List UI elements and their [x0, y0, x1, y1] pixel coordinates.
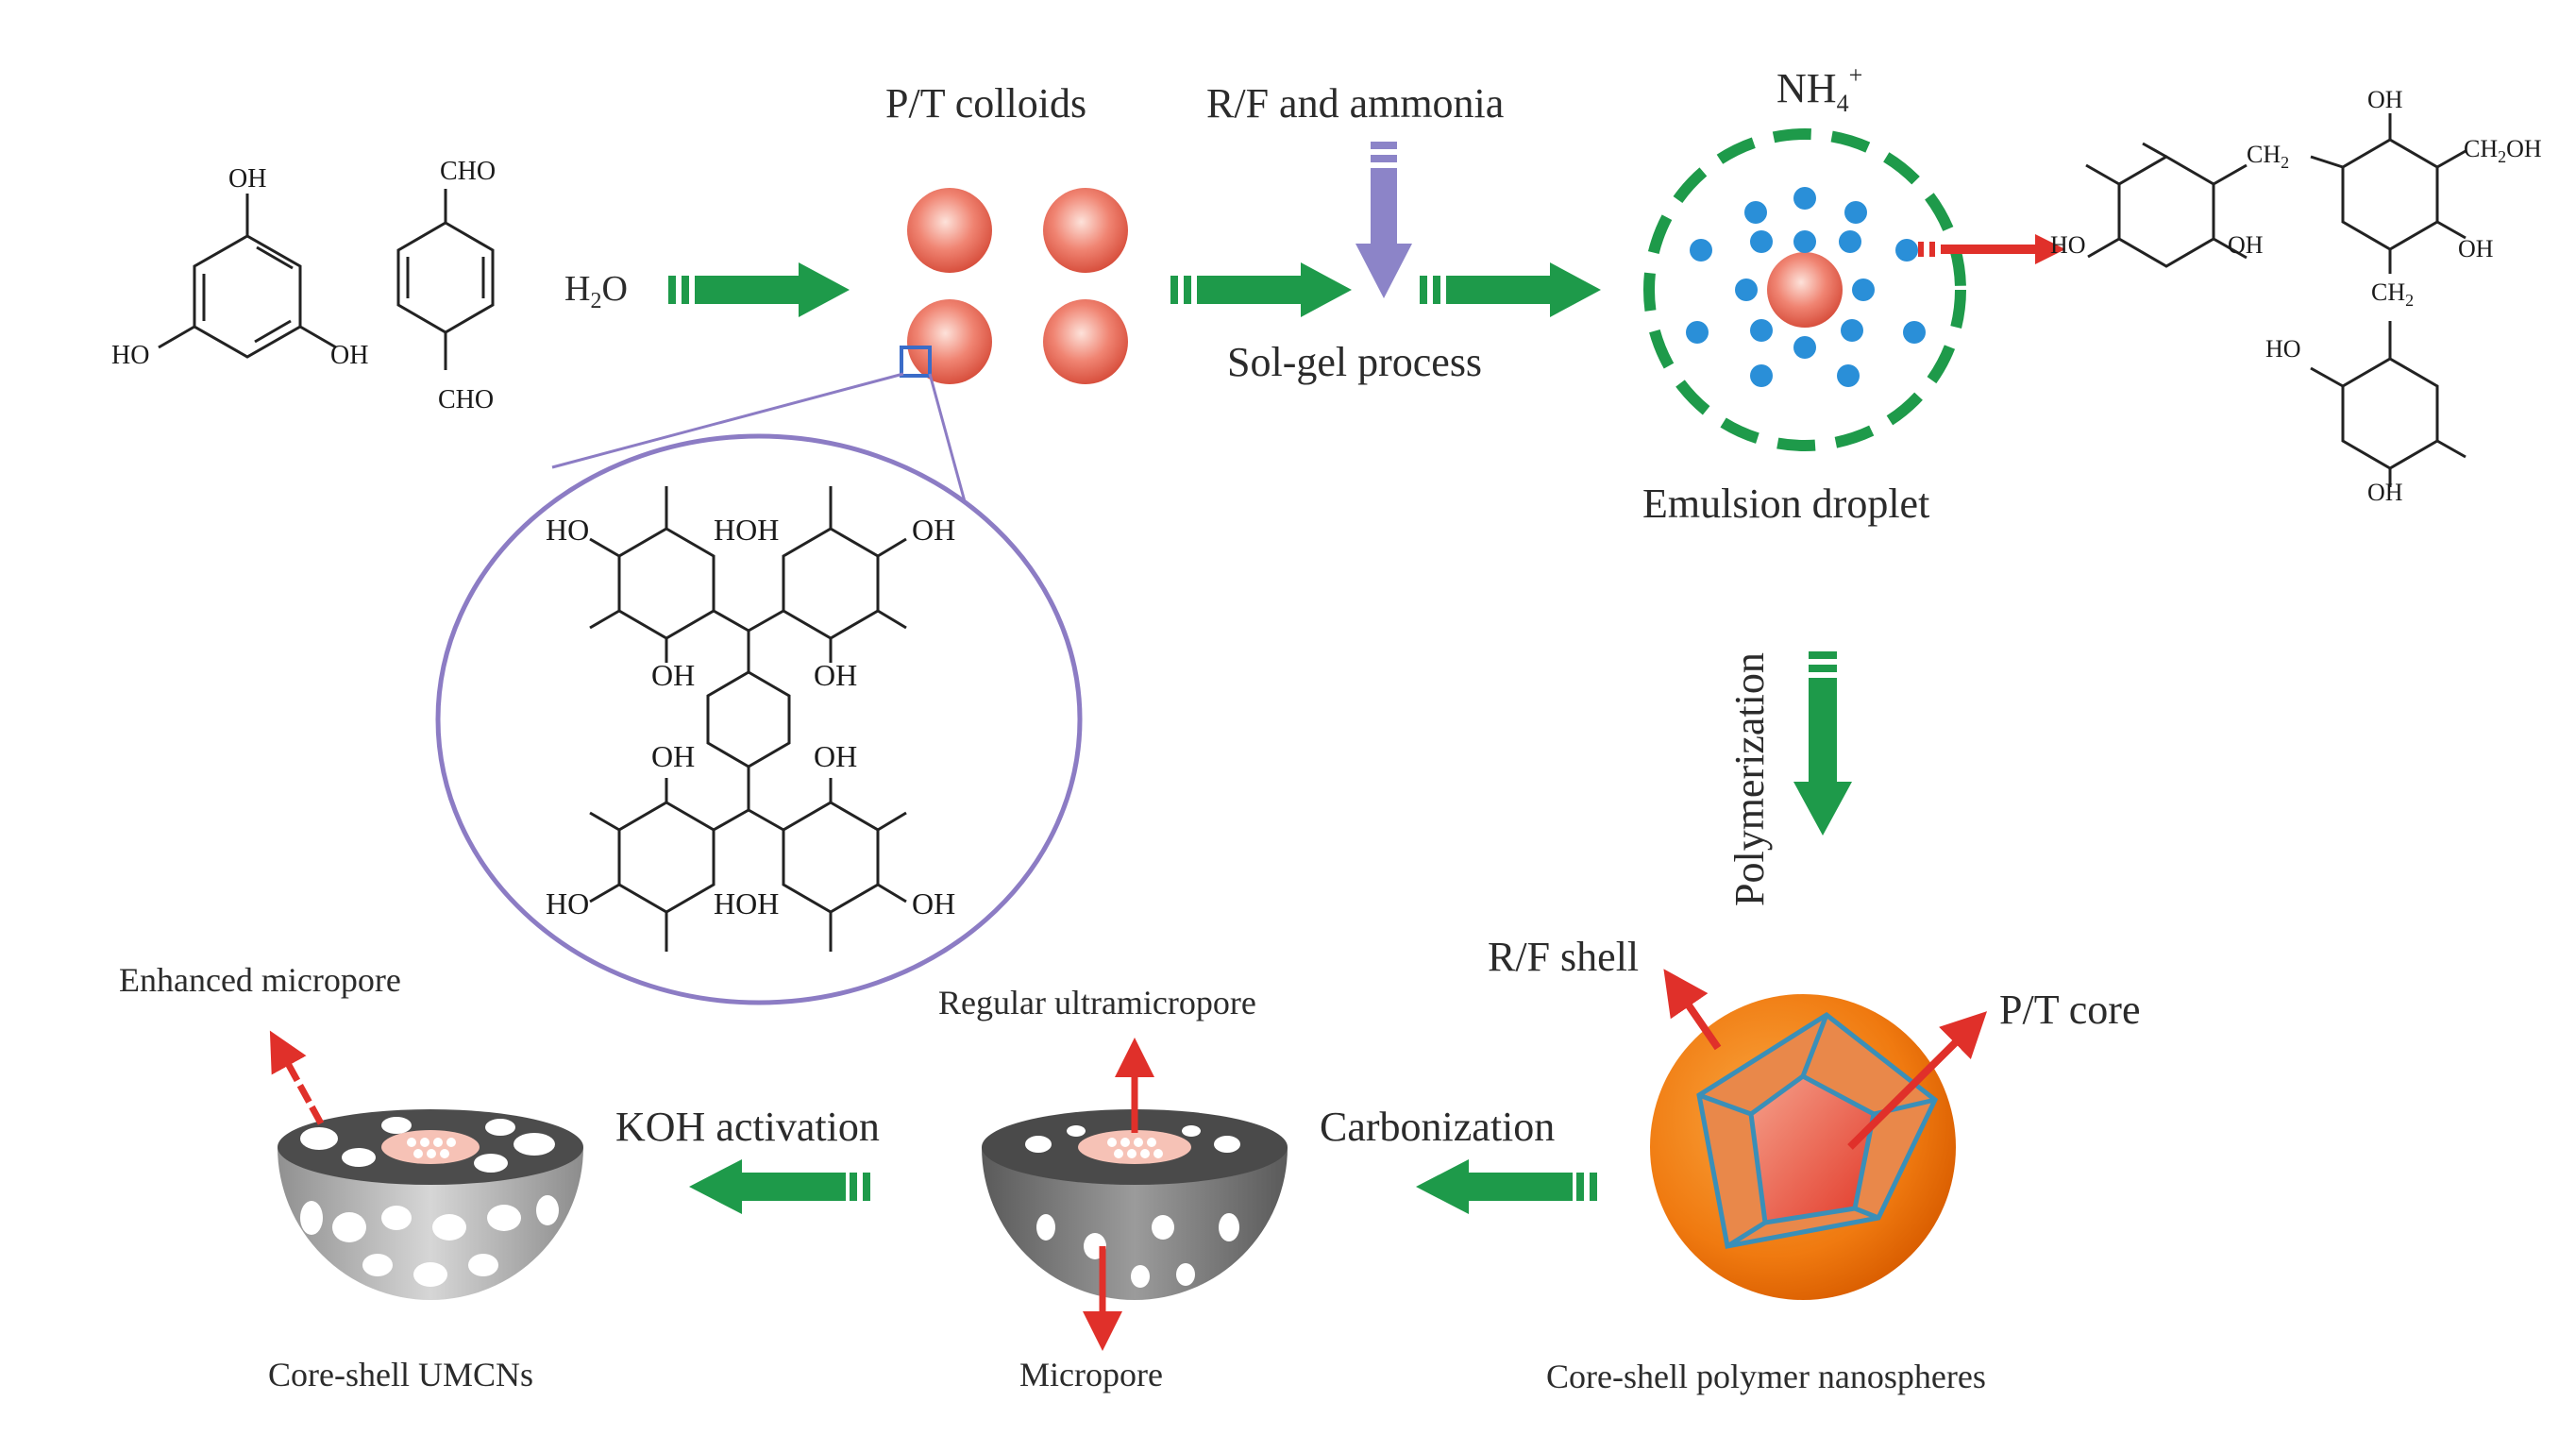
water-label: H2O	[564, 269, 628, 313]
resin-oh-right: OH	[2458, 235, 2494, 262]
sol-gel-label: Sol-gel process	[1227, 339, 1482, 385]
zoom-oh-5: OH	[814, 739, 857, 773]
zoom-oh-2: OH	[651, 658, 695, 692]
core-shell-polymer-label: Core-shell polymer nanospheres	[1546, 1358, 1986, 1395]
arrow-koh-activation	[689, 1159, 870, 1214]
pt-core-label: P/T core	[1999, 987, 2141, 1033]
phloro-oh-top: OH	[228, 164, 266, 194]
pt-colloids-label: P/T colloids	[885, 80, 1086, 127]
resin-ch2-1: CH2	[2247, 141, 2289, 172]
core-shell-nanosphere	[1650, 994, 1956, 1300]
pt-core	[1748, 1073, 1877, 1225]
arrow-polymerization-down	[1793, 651, 1852, 836]
rf-shell-pointer	[1663, 969, 1722, 1051]
core-shell-umcns-label: Core-shell UMCNs	[268, 1356, 533, 1393]
regular-ultramicropore-label: Regular ultramicropore	[938, 984, 1256, 1021]
resin-oh-top: OH	[2367, 86, 2403, 113]
colloid-sphere	[907, 299, 992, 384]
zoom-oh-3: OH	[814, 658, 857, 692]
activated-bowl	[269, 1030, 583, 1300]
polymerization-label: Polymerization	[1726, 652, 1773, 906]
ammonium-ions	[1686, 187, 1926, 387]
zoom-hoh-1: HOH	[714, 513, 779, 547]
red-arrow-droplet-to-resin	[1918, 234, 2065, 264]
droplet-core	[1767, 252, 1843, 328]
tpa-cho-top: CHO	[440, 157, 496, 186]
phloroglucinol-structure: OH OH HO	[111, 164, 368, 370]
arrow-carbonization	[1416, 1159, 1597, 1214]
zoom-hoh-2: HOH	[714, 886, 779, 920]
resin-ho-left: HO	[2050, 231, 2086, 259]
polymer-zoom-circle: HO HOH OH OH OH OH OH HO HOH OH	[435, 433, 1083, 1005]
arrow-solgel-to-emulsion	[1420, 262, 1601, 317]
rf-shell-label: R/F shell	[1488, 934, 1639, 980]
zoom-oh-4: OH	[651, 739, 695, 773]
zoom-oh-1: OH	[912, 513, 955, 547]
pt-colloid-spheres	[907, 188, 1128, 384]
resin-ch2-2: CH2	[2371, 279, 2414, 310]
resin-ho-lower: HO	[2265, 335, 2301, 363]
purple-down-arrow	[1355, 142, 1412, 298]
pt-core-pointer	[1847, 1011, 1988, 1150]
emulsion-droplet-label: Emulsion droplet	[1642, 481, 1929, 527]
colloid-sphere	[1043, 299, 1128, 384]
carbonization-label: Carbonization	[1320, 1104, 1555, 1150]
arrow-h2o-to-colloids	[668, 262, 850, 317]
emulsion-droplet	[1643, 128, 1966, 451]
phloro-ho-left: HO	[111, 341, 149, 370]
enhanced-micropore-label: Enhanced micropore	[119, 961, 401, 999]
nh4-label: NH4+	[1776, 61, 1862, 117]
resin-oh-bottom: OH	[2367, 479, 2403, 506]
zoom-ho-2: HO	[546, 886, 589, 920]
carbonized-bowl	[982, 1038, 1288, 1351]
phloro-oh-right: OH	[330, 341, 368, 370]
colloid-sphere	[907, 188, 992, 273]
rf-ammonia-label: R/F and ammonia	[1206, 80, 1504, 127]
zoom-ho-1: HO	[546, 513, 589, 547]
terephthalaldehyde-structure: CHO CHO	[396, 157, 496, 414]
arrow-colloids-to-solgel	[1170, 262, 1352, 317]
rf-resin-structure: CH2 OH CH2OH OH OH HO CH2 HO OH	[2050, 86, 2542, 506]
tpa-cho-bottom: CHO	[438, 385, 494, 414]
koh-activation-label: KOH activation	[615, 1104, 880, 1150]
resin-ch2oh: CH2OH	[2464, 135, 2542, 166]
resin-oh-mid: OH	[2228, 231, 2264, 259]
zoom-oh-6: OH	[912, 886, 955, 920]
micropore-label: Micropore	[1019, 1356, 1163, 1393]
enhanced-micropore-pointer	[269, 1030, 325, 1125]
colloid-sphere	[1043, 188, 1128, 273]
